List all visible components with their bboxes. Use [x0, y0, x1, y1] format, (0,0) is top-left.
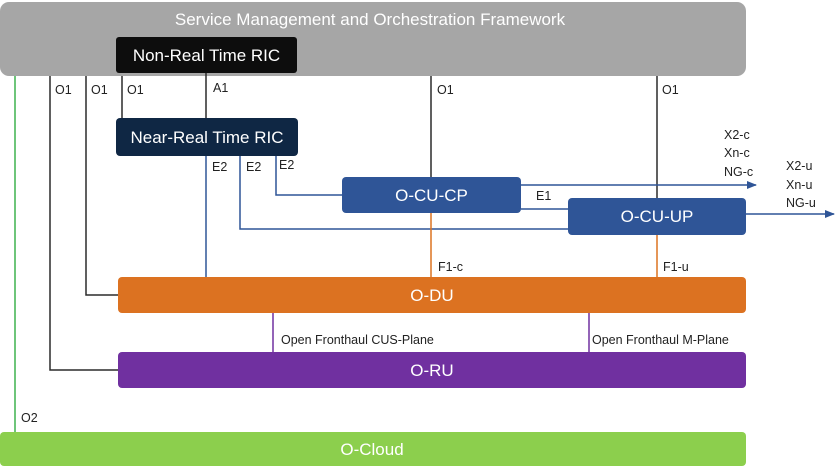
label-a1: A1	[213, 81, 228, 95]
o-ru-label: O-RU	[410, 361, 453, 380]
label-e1: E1	[536, 189, 551, 203]
label-o1-oru: O1	[55, 83, 72, 97]
label-f1c: F1-c	[438, 260, 463, 274]
o-cloud-label: O-Cloud	[340, 440, 403, 459]
o-du-box[interactable]	[118, 277, 746, 313]
o-cloud-box[interactable]	[0, 432, 746, 466]
label-o1-ocuup: O1	[662, 83, 679, 97]
label-o1-odu: O1	[91, 83, 108, 97]
label-e2-odu: E2	[212, 160, 227, 174]
label-x2u: X2-u	[786, 159, 812, 173]
label-ngu: NG-u	[786, 196, 816, 210]
o-ru-box[interactable]	[118, 352, 746, 388]
label-x2c: X2-c	[724, 128, 750, 142]
e2-ocucp-line	[275, 156, 342, 196]
non-rt-ric-label: Non-Real Time RIC	[133, 46, 280, 65]
near-rt-ric-label: Near-Real Time RIC	[130, 128, 283, 147]
o-du-label: O-DU	[410, 286, 453, 305]
label-f1u: F1-u	[663, 260, 689, 274]
o-cu-cp-box[interactable]	[342, 177, 521, 213]
label-o1-ocucp: O1	[437, 83, 454, 97]
label-xnu: Xn-u	[786, 178, 812, 192]
o-cu-cp-label: O-CU-CP	[395, 186, 468, 205]
label-xnc: Xn-c	[724, 146, 750, 160]
near-rt-ric-box[interactable]	[116, 118, 298, 156]
label-e2-ocucp: E2	[279, 158, 294, 172]
label-e2-ocuup: E2	[246, 160, 261, 174]
smo-title: Service Management and Orchestration Fra…	[175, 10, 566, 29]
label-fronthaul-cus: Open Fronthaul CUS-Plane	[281, 333, 434, 347]
label-o2: O2	[21, 411, 38, 425]
non-rt-ric-box[interactable]	[116, 37, 297, 73]
o1-odu-line	[85, 76, 118, 296]
o1-oru-line	[49, 76, 118, 371]
label-fronthaul-m: Open Fronthaul M-Plane	[592, 333, 729, 347]
label-ngc: NG-c	[724, 165, 753, 179]
o-cu-up-label: O-CU-UP	[621, 207, 694, 226]
e2-ocuup-line	[239, 156, 568, 230]
o-cu-up-box[interactable]	[568, 198, 746, 235]
label-o1-near-rt: O1	[127, 83, 144, 97]
